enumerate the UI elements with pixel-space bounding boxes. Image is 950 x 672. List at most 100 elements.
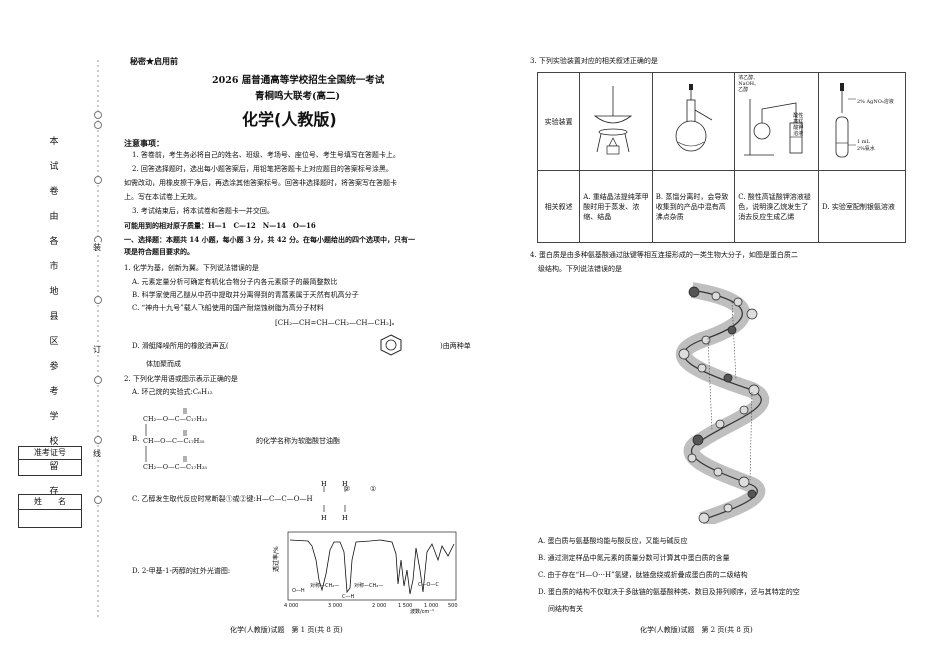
name-label: 姓 名 [19, 495, 81, 510]
benzene-ring-icon [380, 334, 402, 356]
helix-atom [747, 489, 757, 499]
q4-option-b: B. 通过测定样品中氮元素的质量分数可计算其中蛋白质的含量 [538, 554, 730, 562]
cut-line [94, 60, 102, 620]
helix-atom [723, 373, 733, 383]
q3-stem: 3. 下列实验装置对应的相关叙述正确的是 [530, 57, 658, 65]
helix-atom [697, 363, 707, 373]
notice-char: 考 [49, 387, 59, 397]
ir-xtick-label: 2 000 [372, 603, 386, 609]
ethanol-bond-label-1: ① [370, 485, 377, 493]
notes-item: 2. 回答选择题时，选出每小题答案后，用铅笔把答题卡上对应题目的答案标号涂黑。 [132, 165, 393, 173]
q1-option-c: C. “神舟十九号”载人飞船使用的国产耐烧蚀树脂为高分子材料 [132, 304, 324, 312]
apparatus-b [651, 72, 736, 171]
protein-helix-image [675, 282, 770, 524]
ir-xtick-label: 4 000 [284, 603, 298, 609]
binding-mark: 装 [93, 242, 101, 253]
q4-stem-line2: 级结构。下列说法错误的是 [538, 265, 622, 273]
q4-option-d: D. 蛋白质的结构不仅取决于多肽链的氨基酸种类、数目及排列顺序，还与其特定的空 [538, 588, 800, 596]
svg-text:H: H [321, 514, 327, 522]
footer-left: 化学(人教版)试题 第 1 页(共 8 页) [230, 626, 343, 634]
binding-mark: 线 [93, 448, 101, 459]
helix-atom [687, 453, 697, 463]
apparatus-d: 2% AgNO₃溶液 1 mL 2%氨水 [818, 72, 906, 171]
ir-xtick-label: 1 000 [424, 603, 438, 609]
ethanol-structure-bonds: H H H H [321, 480, 348, 522]
apparatus-label: 浓乙醇、 [738, 75, 759, 81]
name-box[interactable]: 姓 名 [18, 494, 82, 528]
ir-xtick-label: 500 [448, 603, 458, 609]
helix-atom [748, 384, 760, 396]
helix-atom [701, 335, 711, 345]
notes-item: 上。写在本试卷上无效。 [124, 193, 201, 201]
q3-row-label: 相关叙述 [536, 170, 581, 243]
notice-char: 市 [49, 262, 59, 272]
q2-triglyceride-structure: CH₂—O—C—C₁₇H₃₃ CH—O—C—C₁₇H₃₅ CH₂—O—C—C₁₇… [143, 406, 263, 478]
helix-atom [746, 308, 758, 320]
notice-char: 校 [49, 437, 59, 447]
ir-peak-label: C—O—C [418, 582, 439, 588]
q3-option-b: B. 蒸馏分离时，会导致收集到的产品中混有高沸点杂质 [651, 170, 736, 243]
helix-atom [727, 325, 737, 335]
notice-char: 县 [49, 312, 59, 322]
admission-number-label: 准考证号 [19, 447, 81, 460]
q2-option-c: C. 乙醇发生取代反应时常断裂①或②键:H—C—C—O—H [132, 495, 313, 503]
evaporating-dish-icon [594, 86, 633, 155]
q2-option-d: D. 2-甲基-1-丙醇的红外光谱图: [132, 567, 231, 575]
notice-char: 地 [49, 287, 59, 297]
subject-title: 化学(人教版) [242, 110, 337, 129]
apparatus-label: 酸性 [793, 113, 804, 119]
q3-row-label: 实验装置 [536, 72, 581, 171]
elimination-setup-icon [744, 99, 803, 156]
exam-subtitle: 青桐鸣大联考(高二) [255, 91, 340, 102]
notes-item: 3. 考试结束后，将本试卷和答题卡一并交回。 [132, 207, 274, 215]
svg-text:H: H [342, 480, 348, 488]
notice-char: 参 [49, 362, 59, 372]
binding-mark: 订 [93, 344, 101, 355]
q1-option-b: B. 科学家使用乙醚从中药中提取并分离得到的青蒿素属于天然有机高分子 [132, 291, 359, 299]
ir-peak-label: 对称—CH₂— [310, 582, 339, 589]
ir-peak-label: C—H [342, 594, 354, 600]
apparatus-label: 酸钾 [793, 125, 804, 131]
admission-number-box[interactable]: 准考证号 [18, 446, 82, 476]
q2-stem: 2. 下列化学用语或图示表示正确的是 [124, 375, 238, 383]
notice-char: 卷 [49, 187, 59, 197]
q2-option-b-prefix: B. [132, 435, 140, 443]
notice-char: 由 [49, 212, 59, 222]
carbonyl-bonds [145, 408, 187, 462]
ir-ylabel: 透过率/% [272, 546, 280, 572]
helix-atom [698, 512, 710, 524]
apparatus-label: NaOH、 [738, 81, 760, 87]
q4-option-c: C. 由于存在“H—O⋯H”氢键，肽链盘绕或折叠成蛋白质的二级结构 [538, 571, 748, 579]
apparatus-c-labels-right: 酸性 高锰 酸钾 溶液 [793, 113, 803, 137]
q1-option-d-tail: )由两种单 [440, 342, 471, 350]
svg-text:H: H [321, 480, 327, 488]
binding-strip: 本 试 卷 由 各 市 地 县 区 参 考 学 校 留 存 准考证号 姓 名 装… [0, 0, 110, 672]
helix-atom [713, 467, 723, 477]
helix-atom [711, 291, 721, 301]
ir-spectrum-chart: 透过率/% O—H C—H 对称—CH₂— 对称—CH₂— C—O—C 4 00… [272, 531, 458, 614]
q1-stem: 1. 化学为基，创新为翼。下列说法错误的是 [124, 264, 259, 272]
helix-atom [715, 419, 725, 429]
helix-atom [733, 297, 743, 307]
notice-char: 留 [49, 462, 59, 472]
helix-atom [723, 503, 733, 513]
q2-option-b-text: 的化学名称为软脂酸甘油酯 [256, 437, 340, 445]
q3-option-a: A. 重结晶法提纯苯甲酸时用于蒸发、浓缩、结晶 [579, 170, 653, 243]
notice-char: 存 [49, 487, 59, 497]
triglyceride-row: CH₂—O—C—C₁₇H₃₅ [143, 463, 208, 471]
triglyceride-row: CH₂—O—C—C₁₇H₃₃ [143, 415, 208, 423]
q1-option-d: D. 滑艇降噪所用的橡胶消声瓦( [132, 342, 229, 350]
helix-atom [738, 476, 750, 488]
exam-title: 2026 届普通高等学校招生全国统一考试 [212, 75, 385, 86]
notes-item: 1. 答卷前，考生务必将自己的姓名、班级、考场号、座位号、考生号填写在答题卡上。 [132, 151, 400, 159]
ir-xlabel: 波数/cm⁻¹ [410, 608, 434, 614]
q4-stem: 4. 蛋白质是由多种氨基酸通过肽键等相互连接形成的一类生物大分子，如图是蛋白质二 [530, 251, 798, 259]
apparatus-c-labels: 浓乙醇、 NaOH、 乙醇 [738, 75, 759, 93]
notes-heading: 注意事项： [124, 138, 164, 148]
apparatus-a [579, 72, 653, 171]
apparatus-d-label-mid: 1 mL [857, 139, 870, 145]
section-heading: 项是符合题目要求的。 [124, 247, 194, 256]
ir-spectrum-line [289, 539, 455, 595]
apparatus-label: 高锰 [793, 119, 804, 125]
atomic-masses: 可能用到的相对原子质量：H—1 C—12 N—14 O—16 [124, 221, 316, 230]
